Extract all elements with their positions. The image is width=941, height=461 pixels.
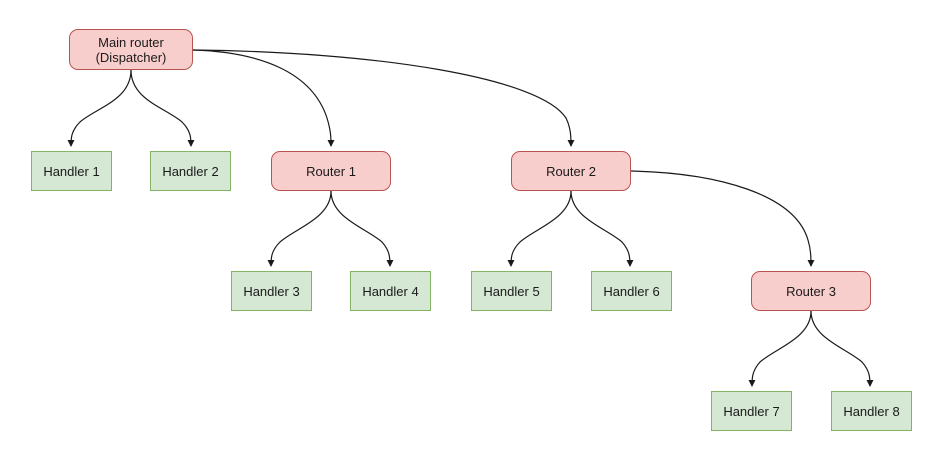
node-label-router-3: Router 3 xyxy=(786,283,836,299)
node-label-router-1: Router 1 xyxy=(306,163,356,179)
edge-router-2-to-handler-6 xyxy=(570,190,634,267)
edge-main-router-to-router-1 xyxy=(192,49,335,147)
node-label-handler-1: Handler 1 xyxy=(43,163,100,179)
node-label-handler-6: Handler 6 xyxy=(603,283,660,299)
edge-router-1-to-handler-3 xyxy=(267,190,332,267)
node-label-handler-3: Handler 3 xyxy=(243,283,300,299)
node-label-handler-7: Handler 7 xyxy=(723,403,780,419)
node-router-2[interactable]: Router 2 xyxy=(511,151,631,191)
node-handler-5[interactable]: Handler 5 xyxy=(471,271,552,311)
node-handler-3[interactable]: Handler 3 xyxy=(231,271,312,311)
node-router-1[interactable]: Router 1 xyxy=(271,151,391,191)
edge-router-2-to-handler-5 xyxy=(507,190,572,267)
node-label-handler-8: Handler 8 xyxy=(843,403,900,419)
edge-main-router-to-handler-2 xyxy=(130,69,195,147)
edge-router-1-to-handler-4 xyxy=(330,190,394,267)
node-router-3[interactable]: Router 3 xyxy=(751,271,871,311)
node-label-handler-2: Handler 2 xyxy=(162,163,219,179)
node-handler-2[interactable]: Handler 2 xyxy=(150,151,231,191)
edge-main-router-to-handler-1 xyxy=(67,69,132,147)
node-label-handler-4: Handler 4 xyxy=(362,283,419,299)
edge-router-3-to-handler-8 xyxy=(810,310,874,387)
edge-router-3-to-handler-7 xyxy=(748,310,812,387)
node-handler-8[interactable]: Handler 8 xyxy=(831,391,912,431)
node-handler-1[interactable]: Handler 1 xyxy=(31,151,112,191)
node-handler-7[interactable]: Handler 7 xyxy=(711,391,792,431)
node-handler-4[interactable]: Handler 4 xyxy=(350,271,431,311)
node-label-router-2: Router 2 xyxy=(546,163,596,179)
edge-router-2-to-router-3 xyxy=(630,170,815,267)
node-handler-6[interactable]: Handler 6 xyxy=(591,271,672,311)
node-label-handler-5: Handler 5 xyxy=(483,283,540,299)
edge-main-router-to-router-2 xyxy=(192,49,575,147)
node-main-router[interactable]: Main router (Dispatcher) xyxy=(69,29,193,70)
node-label-main-router: Main router (Dispatcher) xyxy=(95,34,167,65)
edges-group xyxy=(67,49,874,387)
